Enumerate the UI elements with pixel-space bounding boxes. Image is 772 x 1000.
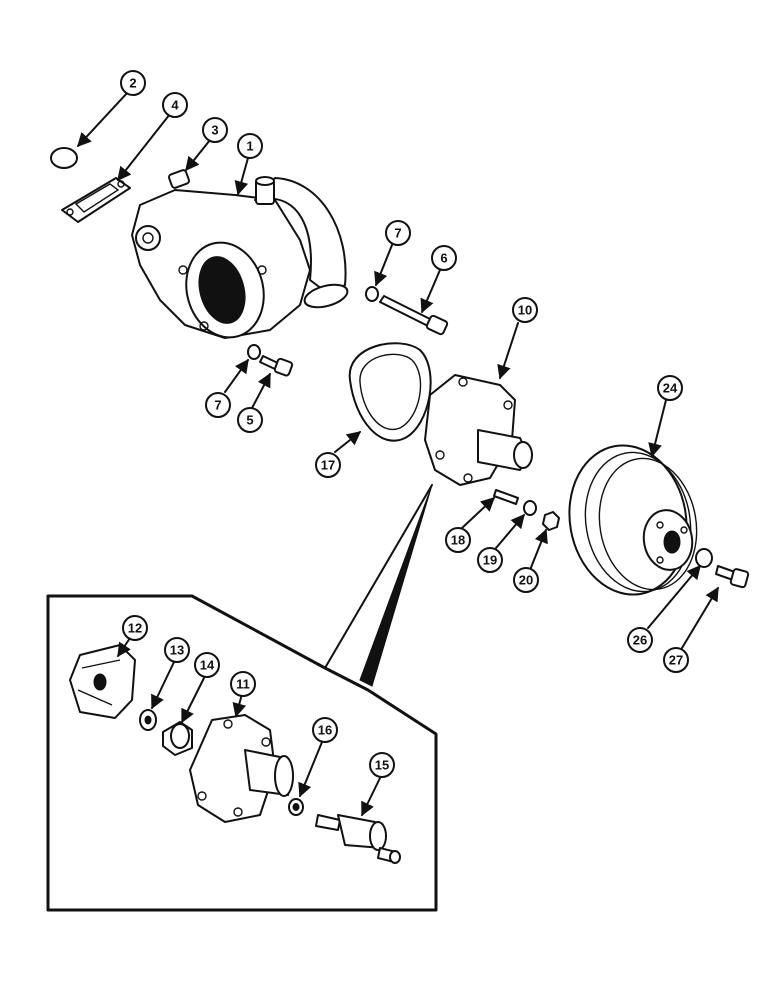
callout-label: 5: [246, 413, 253, 428]
part-pulley: [568, 444, 698, 596]
callout-label: 15: [375, 758, 389, 773]
callout-16: 16: [312, 717, 338, 743]
part-pump-body-detail: [189, 714, 294, 823]
callout-label: 26: [633, 633, 647, 648]
callout-10: 10: [512, 297, 538, 323]
callout-label: 7: [214, 398, 221, 413]
callout-label: 4: [171, 98, 179, 113]
callout-label: 3: [211, 123, 218, 138]
callout-19: 19: [477, 547, 503, 573]
callout-20: 20: [513, 567, 539, 593]
callout-26: 26: [627, 627, 653, 653]
callout-label: 12: [128, 621, 142, 636]
part-pipe-plug: [167, 169, 191, 189]
part-pulley-washer: [695, 548, 713, 568]
part-plug: [50, 147, 78, 169]
callout-label: 10: [518, 303, 532, 318]
callout-12: 12: [122, 615, 148, 641]
callout-14: 14: [194, 652, 220, 678]
part-lock-washer: [523, 500, 537, 516]
callout-label: 14: [200, 658, 215, 673]
part-slinger: [288, 798, 304, 816]
callout-27: 27: [663, 647, 689, 673]
part-bolt-short: [247, 344, 294, 377]
part-pump-body: [424, 374, 533, 486]
part-seal: [162, 721, 193, 756]
callout-label: 16: [318, 723, 332, 738]
callout-17: 17: [315, 452, 341, 478]
part-seal-ring: [139, 709, 157, 731]
callout-7-bottom: 7: [205, 392, 231, 418]
part-nut: [542, 511, 560, 531]
callout-label: 20: [519, 573, 533, 588]
part-bolt-long: [365, 286, 449, 336]
callout-label: 2: [129, 76, 136, 91]
callout-1: 1: [237, 133, 263, 159]
callout-3: 3: [202, 117, 228, 143]
part-pulley-bolt: [715, 565, 750, 589]
part-stud: [493, 489, 519, 505]
part-shaft-bearing: [315, 814, 401, 864]
callout-label: 1: [246, 139, 253, 154]
callout-label: 6: [440, 251, 447, 266]
callout-18: 18: [445, 527, 471, 553]
inset-frame: [46, 484, 438, 912]
callout-label: 11: [236, 677, 250, 692]
callout-label: 7: [394, 226, 401, 241]
callout-4: 4: [162, 92, 188, 118]
callout-label: 13: [170, 643, 184, 658]
callout-label: 24: [663, 381, 678, 396]
part-impeller: [69, 644, 136, 719]
part-pump-housing: [131, 176, 349, 339]
callout-6: 6: [431, 245, 457, 271]
leader-lines: [77, 91, 719, 817]
callout-label: 18: [451, 533, 465, 548]
callout-2: 2: [120, 70, 146, 96]
callout-24: 24: [657, 375, 683, 401]
callout-label: 27: [669, 653, 683, 668]
callout-7-top: 7: [385, 220, 411, 246]
callout-15: 15: [369, 752, 395, 778]
callout-5: 5: [237, 407, 263, 433]
callout-13: 13: [164, 637, 190, 663]
part-gasket-large: [348, 342, 432, 442]
callout-11: 11: [230, 671, 256, 697]
callout-label: 17: [321, 458, 335, 473]
part-gasket-small: [61, 177, 131, 223]
callout-label: 19: [483, 553, 497, 568]
